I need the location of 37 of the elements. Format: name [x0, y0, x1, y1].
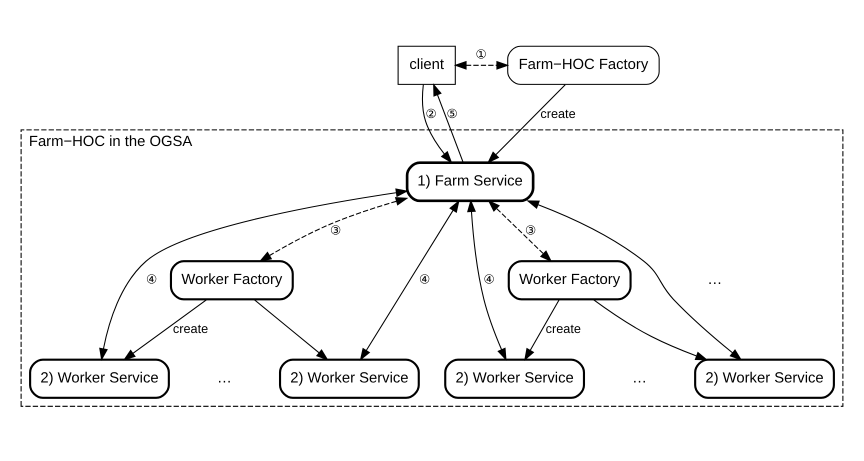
- arrow: [122, 299, 208, 361]
- arrow: [526, 200, 742, 361]
- edge-label: ④: [484, 272, 496, 287]
- label: …: [217, 370, 232, 387]
- arrow: [360, 200, 460, 361]
- arrow: [99, 188, 409, 361]
- edge-label: ③: [330, 223, 342, 238]
- node-box: 2) Worker Service: [278, 358, 420, 399]
- node-box: 2) Worker Service: [444, 358, 586, 399]
- node-box: Worker Factory: [508, 260, 632, 300]
- label: …: [707, 272, 722, 288]
- node-box: 1) Farm Service: [406, 161, 534, 202]
- edge-label: ①: [476, 48, 488, 62]
- arrow: [467, 199, 507, 361]
- label: …: [632, 370, 647, 387]
- edge-label: create: [540, 106, 576, 121]
- node-box: client: [398, 46, 456, 85]
- arrow: [488, 200, 552, 262]
- node-box: 2) Worker Service: [29, 358, 170, 399]
- edge-label: ④: [419, 272, 432, 287]
- arrow: [254, 299, 329, 361]
- edge-label: ⑤: [446, 106, 459, 121]
- arrow: [487, 84, 566, 164]
- edge-label: ④: [146, 272, 158, 287]
- node-box: Farm−HOC Factory: [507, 46, 660, 85]
- arrow: [524, 299, 560, 362]
- arrow: [422, 84, 452, 164]
- arrow: [433, 83, 464, 163]
- arrow: [593, 299, 708, 360]
- arrow: [454, 60, 510, 70]
- arrow: [258, 197, 408, 262]
- node-box: 2) Worker Service: [694, 358, 835, 399]
- edge-label: create: [172, 322, 208, 336]
- node-box: Worker Factory: [170, 260, 294, 300]
- edge-label: create: [546, 322, 581, 336]
- edge-label: ③: [525, 223, 538, 238]
- edge-label: ②: [425, 106, 438, 121]
